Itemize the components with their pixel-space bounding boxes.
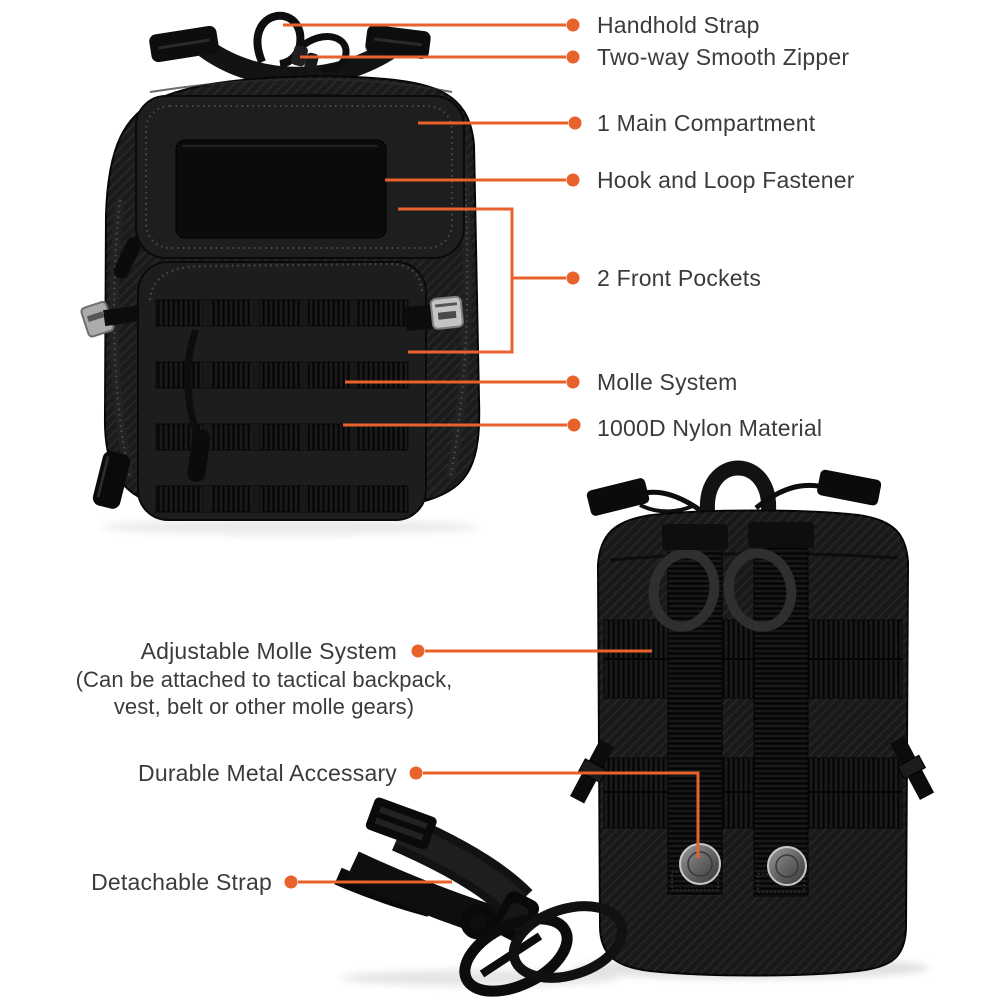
label-main-compartment: 1 Main Compartment: [597, 110, 816, 136]
top-carry-loop: [699, 460, 777, 517]
front-pockets-bracket: [398, 207, 514, 354]
label-handhold-strap: Handhold Strap: [597, 12, 760, 38]
zipper-pull-clip: [92, 451, 131, 509]
label-durable-metal-accessary: Durable Metal Accessary: [138, 760, 397, 786]
handhold-strap-cord: [253, 11, 305, 68]
callout-dots: [284, 18, 582, 889]
strap-adjuster-buckle: [365, 797, 437, 850]
lower-front-pocket: [137, 261, 427, 521]
label-two-way-smooth-zipper: Two-way Smooth Zipper: [597, 44, 850, 70]
label-detachable-strap: Detachable Strap: [91, 869, 272, 895]
label-molle-system: Molle System: [597, 369, 738, 395]
label-nylon-material: 1000D Nylon Material: [597, 415, 823, 441]
snap-hook-carabiners: [459, 901, 628, 997]
strap-photo: [334, 797, 628, 997]
label-hook-loop-fastener: Hook and Loop Fastener: [597, 167, 855, 193]
label-adjustable-molle-system: Adjustable Molle System: [140, 638, 397, 664]
note-molle-line2: vest, belt or other molle gears): [113, 694, 415, 719]
note-molle-attachment: (Can be attached to tactical backpack, v…: [52, 666, 476, 720]
molle-webbing-rows: [155, 299, 409, 513]
side-buckle-right: [404, 295, 464, 332]
upper-front-pocket: [135, 95, 465, 259]
molle-bands-back: [603, 619, 903, 829]
d-rings: [648, 548, 797, 632]
hook-loop-panel: [175, 139, 387, 239]
label-front-pockets: 2 Front Pockets: [597, 265, 762, 291]
front-pouch-photo: [80, 11, 481, 535]
note-molle-line1: (Can be attached to tactical backpack,: [75, 667, 453, 692]
callout-lines: [283, 23, 700, 884]
metal-snap-buttons: [679, 843, 807, 886]
back-pouch-photo: [570, 460, 935, 979]
